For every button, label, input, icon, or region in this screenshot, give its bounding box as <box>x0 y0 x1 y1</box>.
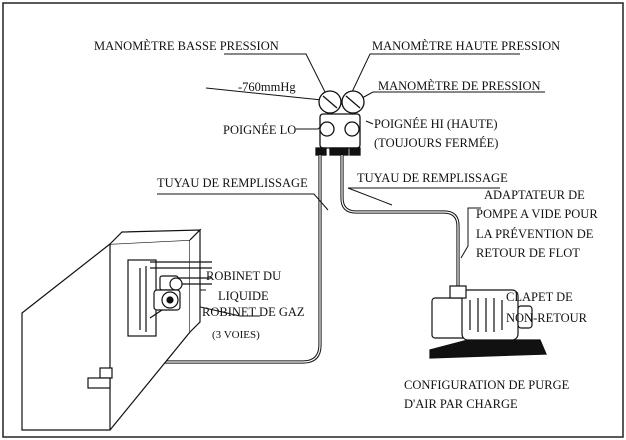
label-adapter-line3: LA PRÉVENTION DE <box>476 227 594 241</box>
label-vacuum-reading: -760mmHg <box>238 80 296 94</box>
label-adapter-line2: POMPE A VIDE POUR <box>476 207 598 221</box>
label-liquid-valve-line2: LIQUIDE <box>218 289 269 303</box>
manifold-gauge-set <box>315 90 365 156</box>
service-valves <box>149 261 212 319</box>
label-check-valve-line2: NON-RETOUR <box>506 311 588 325</box>
label-charge-hose-right: TUYAU DE REMPLISSAGE <box>357 171 508 185</box>
label-liquid-valve-line1: ROBINET DU <box>206 269 282 283</box>
adapter-fitting <box>449 285 467 299</box>
label-adapter-line1: ADAPTATEUR DE <box>484 188 585 202</box>
outdoor-unit <box>21 228 202 431</box>
lo-handle <box>319 121 335 137</box>
label-check-valve-line1: CLAPET DE <box>506 290 573 304</box>
label-hi-handle-line2: (TOUJOURS FERMÉE) <box>374 136 499 150</box>
label-charge-hose-left: TUYAU DE REMPLISSAGE <box>157 176 308 190</box>
label-gas-valve-line2: (3 VOIES) <box>212 329 260 341</box>
label-high-pressure-gauge: MANOMÈTRE HAUTE PRESSION <box>372 39 561 53</box>
hi-handle <box>344 121 360 137</box>
label-gas-valve-line1: ROBINET DE GAZ <box>202 305 305 319</box>
caption-line1: CONFIGURATION DE PURGE <box>404 378 570 392</box>
caption-line2: D'AIR PAR CHARGE <box>404 397 518 411</box>
gauge-leader-lines <box>205 53 545 130</box>
pump-base <box>429 339 547 359</box>
label-pressure-gauge: MANOMÈTRE DE PRESSION <box>378 79 541 93</box>
label-hi-handle-line1: POIGNÉE HI (HAUTE) <box>374 117 498 131</box>
label-adapter-line4: RETOUR DE FLOT <box>476 246 580 260</box>
label-lo-handle: POIGNÉE LO <box>223 123 297 137</box>
label-low-pressure-gauge: MANOMÈTRE BASSE PRESSION <box>94 39 279 53</box>
drain-fitting <box>99 367 113 379</box>
vacuum-pump <box>429 285 547 359</box>
